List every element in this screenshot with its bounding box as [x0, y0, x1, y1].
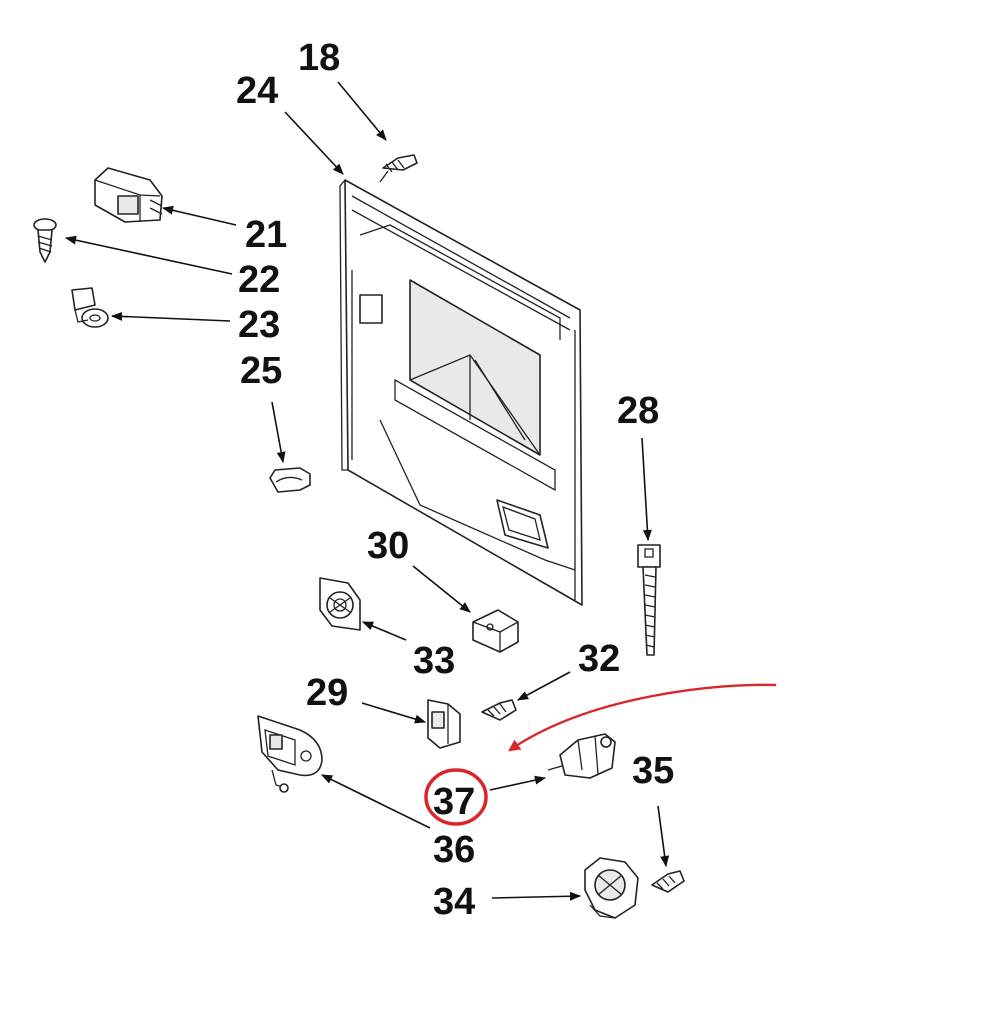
- label-30: 30: [367, 525, 409, 567]
- red-annotation-arrow: [508, 683, 777, 752]
- label-25: 25: [240, 350, 282, 392]
- label-32: 32: [578, 638, 620, 680]
- screw-18-part[interactable]: [379, 154, 418, 183]
- panel-bracket: [359, 294, 383, 324]
- switch-29-part[interactable]: [427, 699, 461, 749]
- label-28: 28: [617, 390, 659, 432]
- latch-plate-36-part[interactable]: [257, 715, 323, 793]
- bracket-33-part[interactable]: [319, 577, 361, 631]
- highlight-annotation: [424, 683, 777, 826]
- label-29: 29: [306, 672, 348, 714]
- label-18: 18: [298, 37, 340, 79]
- door-panel-part[interactable]: [339, 179, 583, 606]
- label-24: 24: [236, 70, 278, 112]
- screw-35-part[interactable]: [651, 870, 685, 893]
- cable-tie-28-part[interactable]: [637, 544, 661, 656]
- part-labels: 18 24 21 22 23 25 28 30 33 32 29 35 37 3…: [236, 37, 674, 923]
- wheel-34-part[interactable]: [584, 857, 639, 919]
- actuator-37-part[interactable]: [547, 733, 616, 779]
- clamp-25-part[interactable]: [269, 467, 311, 493]
- clip-23-part[interactable]: [71, 287, 109, 328]
- screw-32-part[interactable]: [481, 699, 517, 721]
- label-23: 23: [238, 304, 280, 346]
- block-30-part[interactable]: [472, 609, 519, 653]
- label-34: 34: [433, 881, 475, 923]
- connector-21-part[interactable]: [94, 167, 163, 223]
- label-35: 35: [632, 750, 674, 792]
- label-21: 21: [245, 214, 287, 256]
- leader-lines: [64, 81, 670, 901]
- label-22: 22: [238, 259, 280, 301]
- label-37: 37: [433, 781, 475, 823]
- label-36: 36: [433, 829, 475, 871]
- label-33: 33: [413, 640, 455, 682]
- red-highlight-circle: [424, 768, 488, 826]
- screw-22-part[interactable]: [33, 218, 57, 263]
